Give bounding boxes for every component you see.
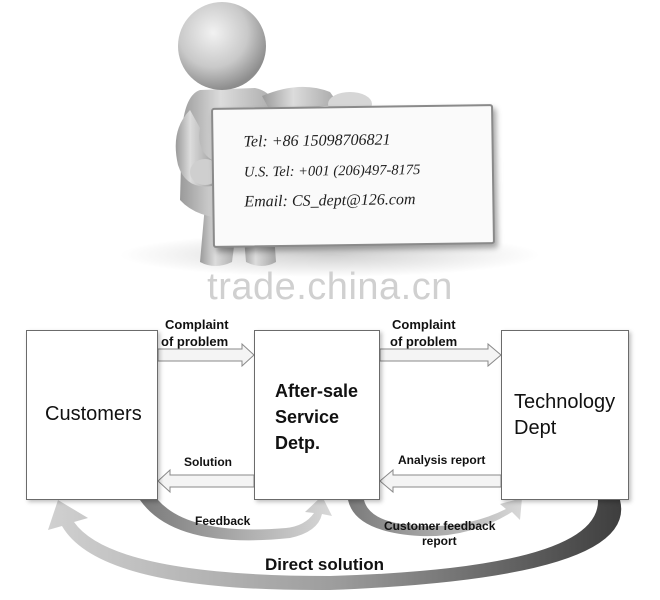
node-service-line2: Service [275,407,340,427]
label-complaint-2b: of problem [390,334,458,349]
node-tech-line2: Dept [514,417,557,439]
card-tel: Tel: +86 15098706821 [243,131,391,151]
flow-arrows [48,342,622,591]
node-after-sale-service: After-sale Service Detp. [254,330,380,500]
arrow-complaint-2 [379,342,502,368]
label-direct-solution: Direct solution [265,555,385,574]
node-tech-line1: Technology [514,391,616,413]
label-feedback: Feedback [195,514,251,528]
label-customer-feedback-1: Customer feedback [384,519,496,533]
node-customers: Customers [26,330,158,500]
label-solution: Solution [184,455,232,469]
arrow-complaint-1 [157,342,255,368]
label-analysis-report: Analysis report [398,453,486,467]
swoosh-direct-solution [48,500,622,591]
arrow-analysis-report [379,468,502,494]
node-service-line1: After-sale [275,381,359,401]
label-complaint-1a: Complaint [165,317,229,332]
swoosh-feedback [140,496,332,541]
contact-card: Tel: +86 15098706821 U.S. Tel: +001 (206… [211,104,495,248]
label-complaint-2a: Complaint [392,317,456,332]
label-customer-feedback-2: report [422,534,457,548]
figure-head [178,2,266,90]
watermark-text: trade.china.cn [207,266,453,308]
node-customers-label: Customers [45,403,142,425]
card-us-tel: U.S. Tel: +001 (206)497-8175 [243,162,421,181]
node-service-line3: Detp. [275,433,320,453]
node-technology-dept: Technology Dept [501,330,629,500]
swoosh-customer-feedback [348,498,522,537]
arrow-solution [157,468,255,494]
label-complaint-1b: of problem [161,334,229,349]
card-email: Email: CS_dept@126.com [244,191,416,211]
